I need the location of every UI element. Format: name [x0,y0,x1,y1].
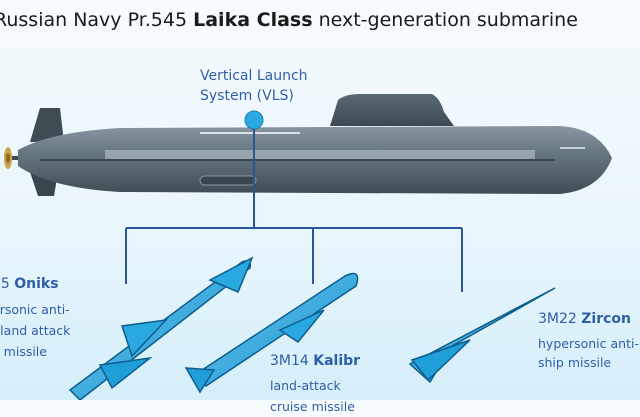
kalibr-code: 3M14 [270,353,314,369]
submarine-diagram [4,94,612,400]
kalibr-name: Kalibr [313,353,361,369]
upper-stern-fin [30,108,64,142]
kalibr-title: 3M14 Kalibr [270,353,360,369]
zircon-title: 3M22 Zircon [538,311,631,327]
vls-label: Vertical Launch System (VLS) [200,66,308,106]
zircon-missile [408,287,556,384]
oniks-desc-line-3: e missile [0,344,47,359]
diagram-title: Russian Navy Pr.545 Laika Class next-gen… [0,9,578,31]
kalibr-missile [184,272,359,394]
kalibr-description: land-attack cruise missile [270,375,355,417]
title-prefix: Russian Navy Pr.545 [0,9,194,31]
zircon-name: Zircon [581,311,632,327]
oniks-desc-line-2: / land attack [0,323,71,338]
title-suffix: next-generation submarine [312,9,578,31]
kalibr-desc-line-2: cruise missile [270,399,355,414]
launch-connector-lines [125,129,463,292]
submarine-sail [330,94,454,126]
oniks-missile [68,256,254,400]
hull-highlight-stripe [105,150,535,159]
kalibr-desc-line-1: land-attack [270,378,341,393]
vls-marker [244,110,264,130]
oniks-code: 55 [0,276,10,292]
vls-label-line-2: System (VLS) [200,88,294,104]
title-class-name: Laika Class [193,9,313,31]
oniks-description: ersonic anti- / land attack e missile [0,299,70,362]
oniks-desc-line-1: ersonic anti- [0,302,70,317]
vls-label-line-1: Vertical Launch [200,68,308,84]
zircon-desc-line-2: ship missile [538,355,612,370]
zircon-desc-line-1: hypersonic anti- [538,336,639,351]
oniks-title: 55 Oniks [0,276,59,292]
hull-vent [199,175,257,186]
oniks-name: Oniks [14,276,59,292]
zircon-description: hypersonic anti- ship missile [538,334,639,372]
zircon-code: 3M22 [538,311,582,327]
